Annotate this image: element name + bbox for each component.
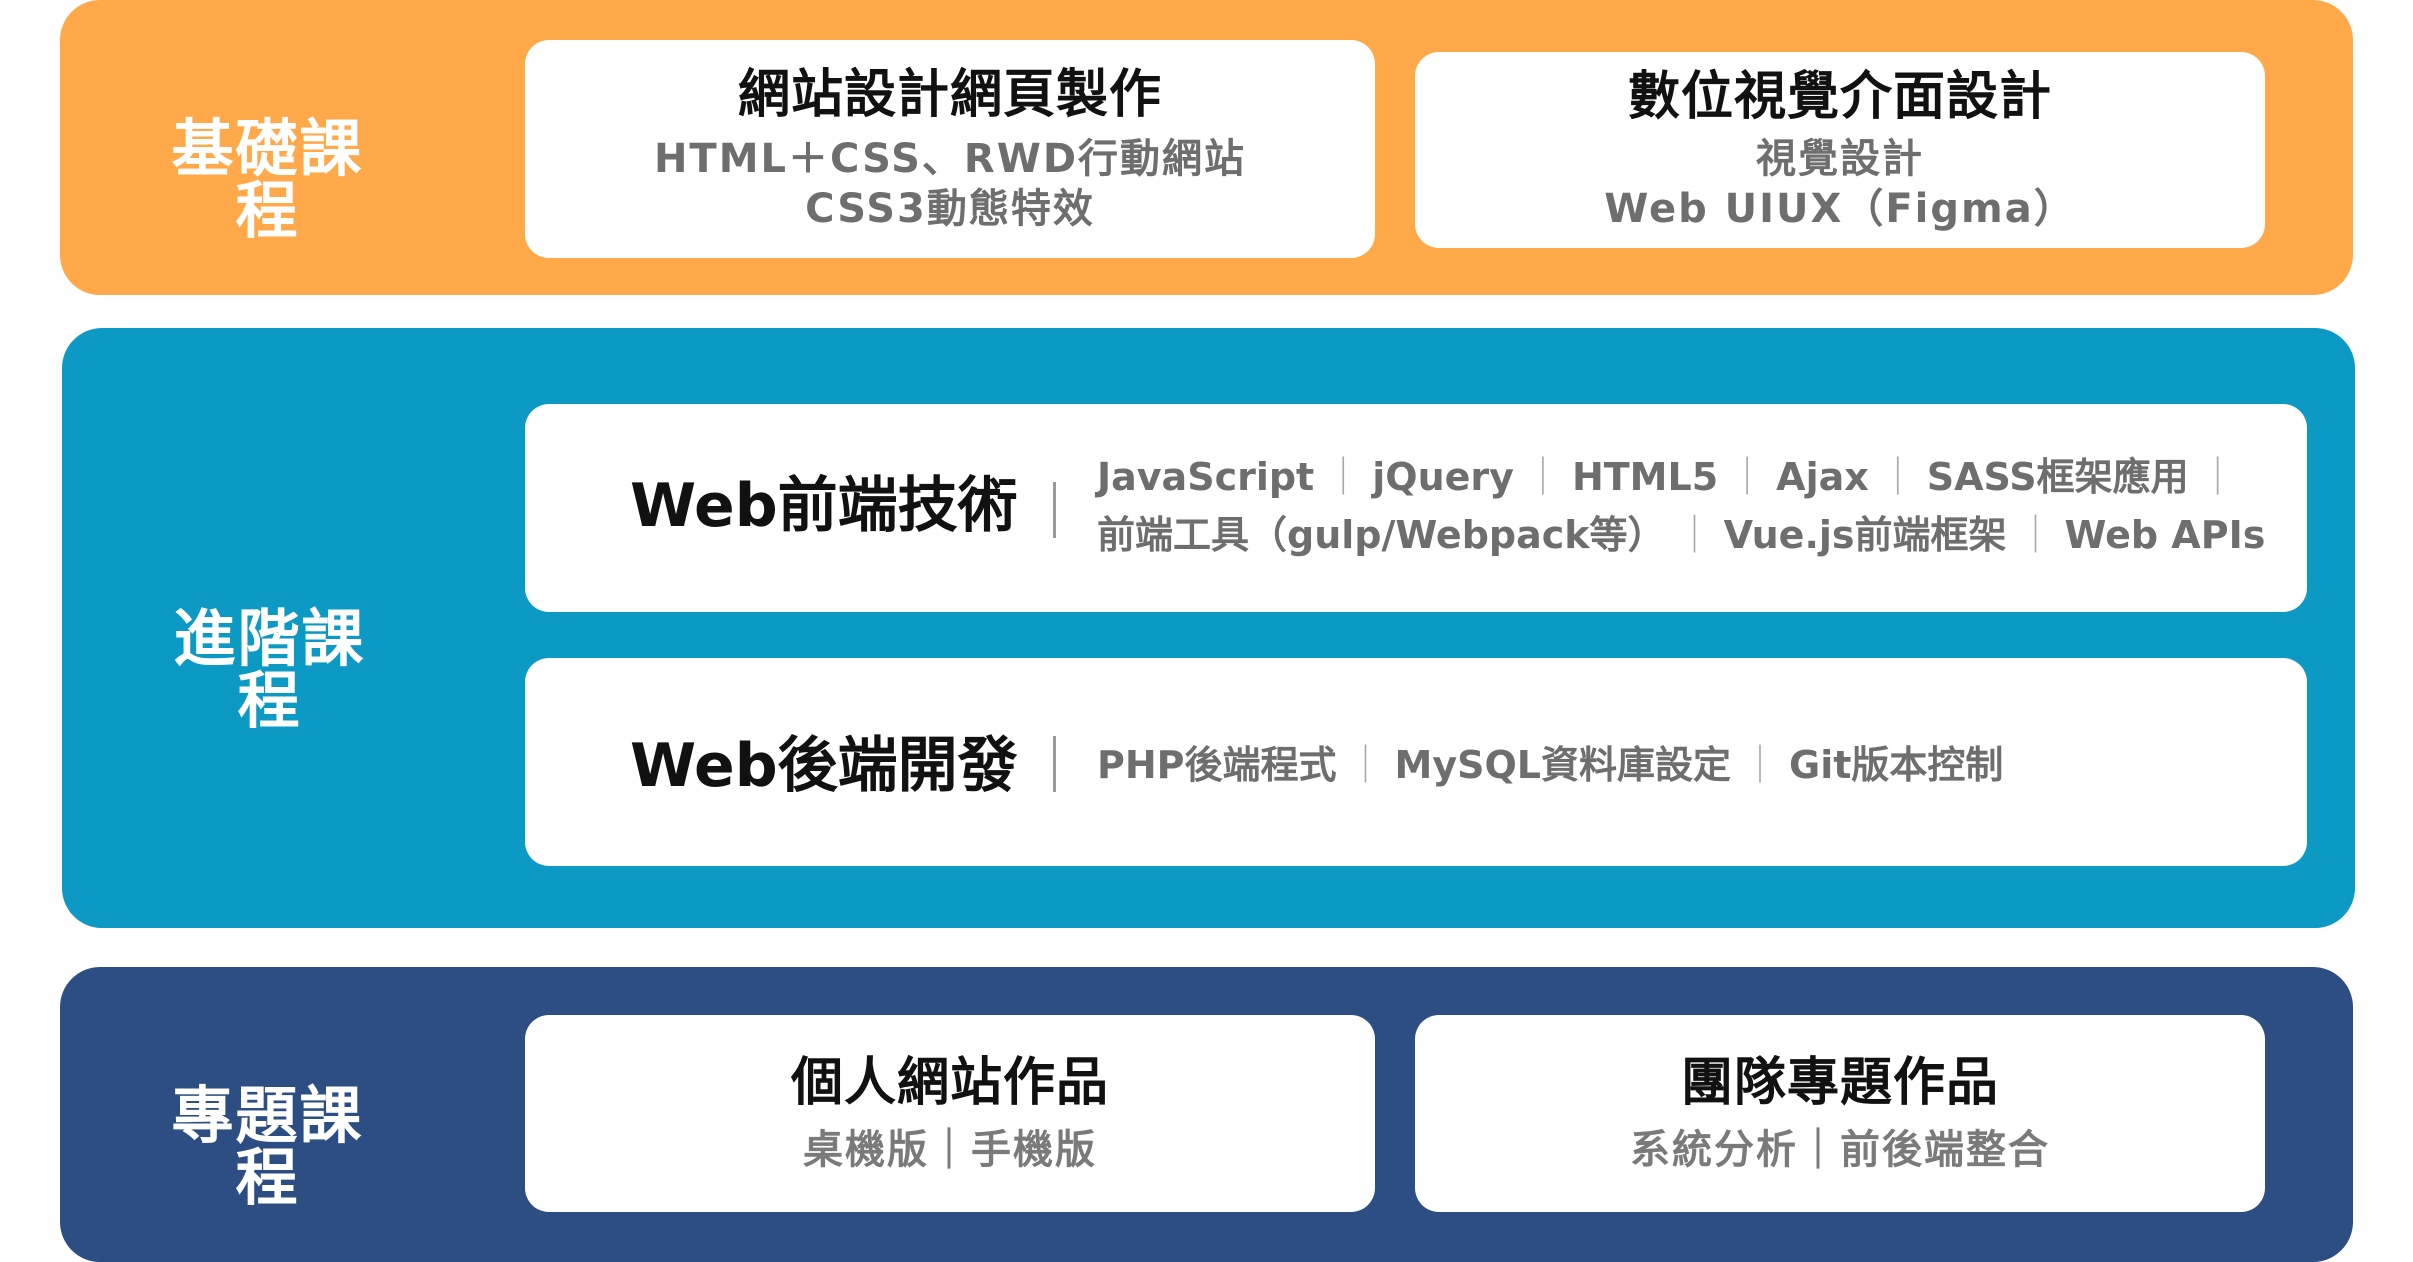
separator: ｜ bbox=[1324, 455, 1363, 499]
tech-javascript: JavaScript bbox=[1097, 455, 1315, 499]
separator: ｜ bbox=[1728, 455, 1767, 499]
backend-detail-line: PHP後端程式｜MySQL資料庫設定｜Git版本控制 bbox=[1097, 746, 2003, 784]
team-project-line: 系統分析｜前後端整合 bbox=[1630, 1126, 2050, 1173]
web-design-line-1: HTML＋CSS、RWD行動網站 bbox=[653, 136, 1247, 183]
frontend-detail-line-2: 前端工具（gulp/Webpack等）｜Vue.js前端框架｜Web APIs bbox=[1097, 516, 2265, 554]
personal-website-card: 個人網站作品 桌機版｜手機版 bbox=[525, 1015, 1375, 1212]
frontend-detail-line-1: JavaScript｜jQuery｜HTML5｜Ajax｜SASS框架應用｜ bbox=[1097, 458, 2247, 496]
team-project-card: 團隊專題作品 系統分析｜前後端整合 bbox=[1415, 1015, 2265, 1212]
backend-title: Web後端開發 bbox=[630, 731, 1018, 801]
project-course-band: 專題課程 個人網站作品 桌機版｜手機版 團隊專題作品 系統分析｜前後端整合 bbox=[60, 967, 2353, 1262]
visual-ui-title: 數位視覺介面設計 bbox=[1627, 66, 2052, 127]
separator: ｜ bbox=[2198, 455, 2237, 499]
tech-jquery: jQuery bbox=[1372, 455, 1514, 499]
visual-ui-line-2: Web UIUX（Figma） bbox=[1604, 186, 2076, 233]
tech-vue: Vue.js前端框架 bbox=[1723, 513, 2007, 557]
web-design-card: 網站設計網頁製作 HTML＋CSS、RWD行動網站 CSS3動態特效 bbox=[525, 40, 1375, 258]
separator: ｜ bbox=[1741, 743, 1780, 787]
tech-php: PHP後端程式 bbox=[1097, 743, 1337, 787]
separator: ｜ bbox=[1346, 743, 1385, 787]
tech-ajax: Ajax bbox=[1776, 455, 1869, 499]
visual-ui-card: 數位視覺介面設計 視覺設計 Web UIUX（Figma） bbox=[1415, 52, 2265, 248]
frontend-title: Web前端技術 bbox=[630, 471, 1018, 541]
project-course-label: 專題課程 bbox=[171, 1079, 364, 1214]
tech-web-apis: Web APIs bbox=[2064, 513, 2266, 557]
separator: ｜ bbox=[1675, 513, 1714, 557]
tech-html5: HTML5 bbox=[1571, 455, 1719, 499]
separator: ｜ bbox=[2016, 513, 2055, 557]
advanced-course-label: 進階課程 bbox=[173, 602, 366, 737]
separator: ｜ bbox=[1878, 455, 1917, 499]
web-design-title: 網站設計網頁製作 bbox=[737, 64, 1162, 125]
web-design-line-2: CSS3動態特效 bbox=[805, 186, 1095, 233]
separator: ｜ bbox=[1523, 455, 1562, 499]
visual-ui-line-1: 視覺設計 bbox=[1756, 136, 1924, 183]
advanced-course-band: 進階課程 Web前端技術 JavaScript｜jQuery｜HTML5｜Aja… bbox=[62, 328, 2355, 928]
tech-sass: SASS框架應用 bbox=[1926, 455, 2189, 499]
personal-website-title: 個人網站作品 bbox=[790, 1053, 1109, 1114]
personal-website-line: 桌機版｜手機版 bbox=[803, 1126, 1097, 1173]
frontend-divider bbox=[1053, 482, 1056, 538]
backend-card: Web後端開發 PHP後端程式｜MySQL資料庫設定｜Git版本控制 bbox=[525, 658, 2307, 866]
tech-frontend-tools: 前端工具（gulp/Webpack等） bbox=[1097, 513, 1666, 557]
tech-mysql: MySQL資料庫設定 bbox=[1394, 743, 1732, 787]
basic-course-band: 基礎課程 網站設計網頁製作 HTML＋CSS、RWD行動網站 CSS3動態特效 … bbox=[60, 0, 2353, 295]
backend-divider bbox=[1053, 736, 1056, 792]
frontend-card: Web前端技術 JavaScript｜jQuery｜HTML5｜Ajax｜SAS… bbox=[525, 404, 2307, 612]
team-project-title: 團隊專題作品 bbox=[1680, 1053, 1999, 1114]
tech-git: Git版本控制 bbox=[1789, 743, 2004, 787]
basic-course-label: 基礎課程 bbox=[171, 112, 364, 247]
